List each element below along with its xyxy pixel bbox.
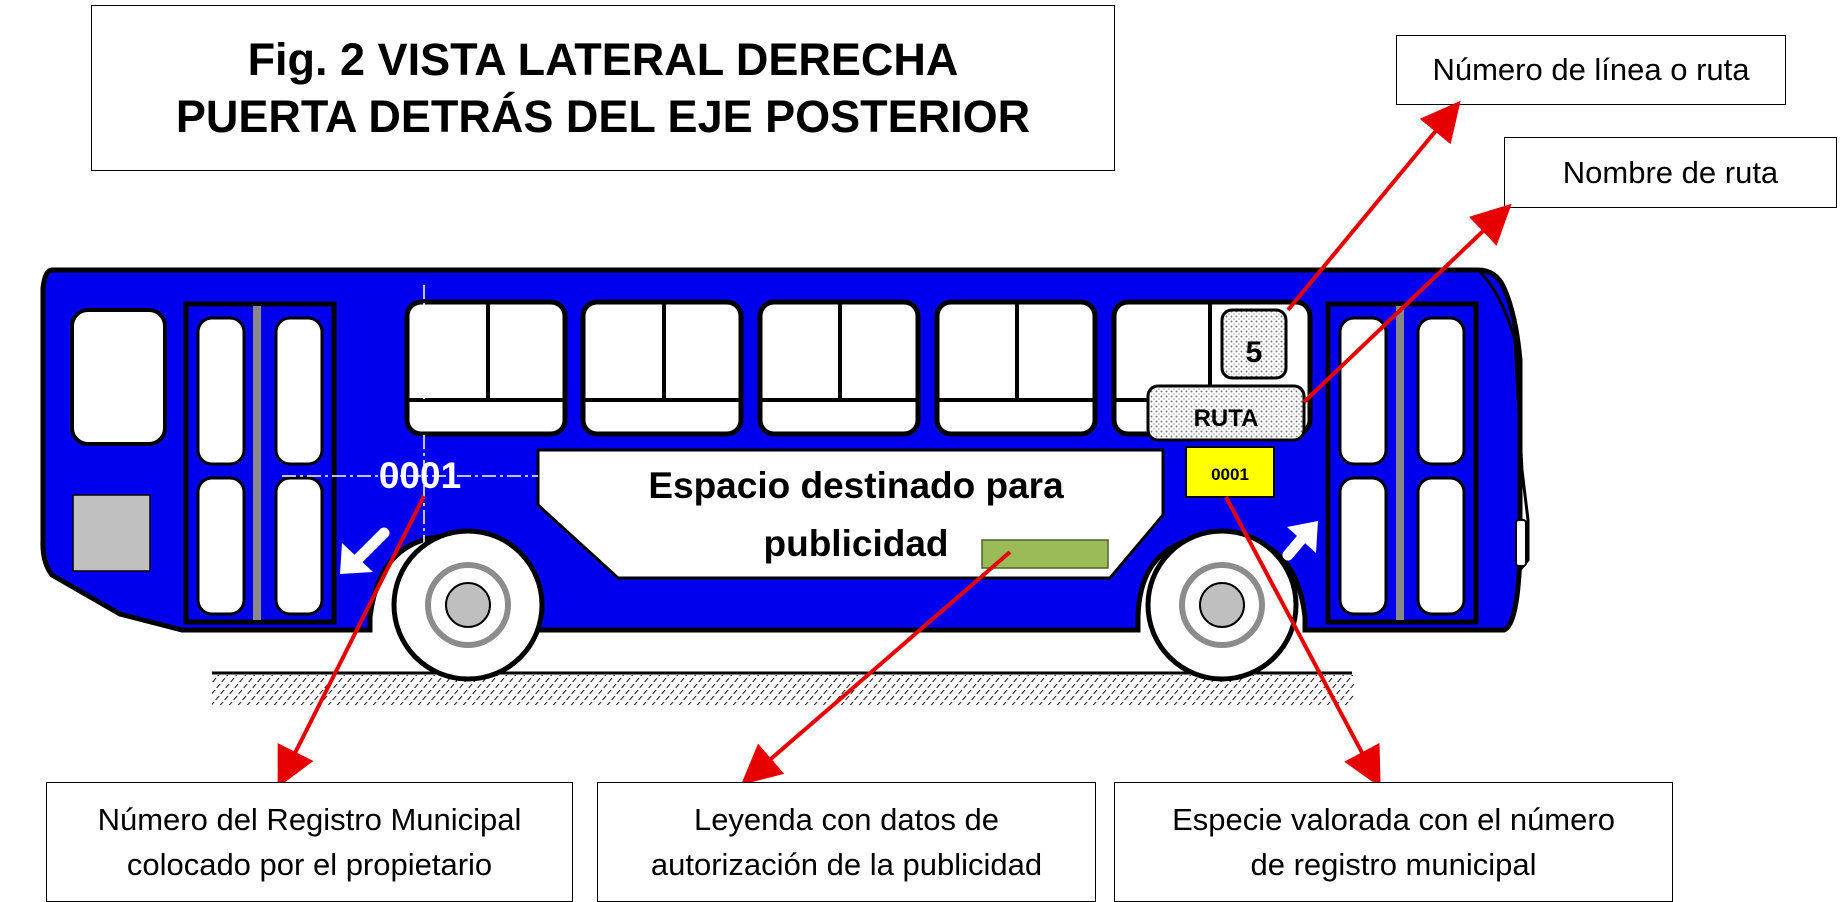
advertising-text-line-2: publicidad — [764, 523, 949, 564]
callout-arrows — [277, 100, 1512, 788]
rear-wheel — [391, 528, 545, 682]
label-route-line-number: Número de línea o ruta — [1396, 35, 1786, 105]
label-sticker: Especie valorada con el número de regist… — [1114, 782, 1673, 902]
rear-panel — [72, 494, 151, 572]
front-door — [1325, 301, 1479, 625]
legend-plate — [981, 539, 1109, 569]
label-route-name: Nombre de ruta — [1504, 137, 1837, 208]
figure-title-line-2: PUERTA DETRÁS DEL EJE POSTERIOR — [175, 91, 1031, 142]
arrow-legend — [740, 550, 1012, 785]
label-legend-line-1: Leyenda con datos de — [693, 802, 1000, 837]
arrow-sticker — [1224, 496, 1381, 788]
entry-arrow-icon — [1282, 521, 1318, 561]
ground — [212, 671, 1354, 705]
label-route-line-number-text: Número de línea o ruta — [1432, 52, 1750, 87]
exit-arrow-icon — [340, 527, 390, 574]
arrow-route-number — [1286, 100, 1461, 312]
route-number-text: 5 — [1246, 336, 1263, 369]
advertising-panel: Espacio destinado para publicidad — [536, 448, 1165, 580]
painted-registration-text: 0001 — [379, 455, 461, 496]
route-name-sign: RUTA — [1146, 384, 1306, 442]
window-3 — [757, 299, 921, 437]
label-sticker-line-2: de registro municipal — [1250, 847, 1537, 882]
advertising-text-line-1: Espacio destinado para — [648, 465, 1064, 506]
front-wheel — [1145, 528, 1299, 682]
arrow-route-name — [1302, 203, 1512, 404]
painted-registration: 0001 — [282, 285, 538, 660]
label-route-name-text: Nombre de ruta — [1562, 154, 1779, 190]
registration-sticker: 0001 — [1185, 446, 1275, 498]
window-2 — [580, 299, 744, 437]
label-legend-line-2: autorización de la publicidad — [650, 847, 1043, 882]
rear-door — [183, 301, 337, 625]
window-1 — [404, 299, 568, 437]
window-4 — [934, 299, 1098, 437]
label-legend: Leyenda con datos de autorización de la … — [597, 782, 1096, 902]
route-name-text: RUTA — [1194, 405, 1259, 432]
rear-window — [70, 308, 167, 446]
label-registration-line-2: colocado por el propietario — [126, 847, 493, 882]
label-sticker-line-1: Especie valorada con el número — [1172, 802, 1615, 837]
figure-title-box: Fig. 2 VISTA LATERAL DERECHA PUERTA DETR… — [91, 5, 1115, 171]
label-registration-line-1: Número del Registro Municipal — [97, 802, 522, 837]
route-number-sign: 5 — [1220, 308, 1288, 380]
label-registration: Número del Registro Municipal colocado p… — [46, 782, 573, 902]
figure-title-line-1: Fig. 2 VISTA LATERAL DERECHA — [247, 34, 959, 85]
registration-sticker-text: 0001 — [1211, 465, 1249, 484]
arrow-registration — [277, 495, 426, 788]
